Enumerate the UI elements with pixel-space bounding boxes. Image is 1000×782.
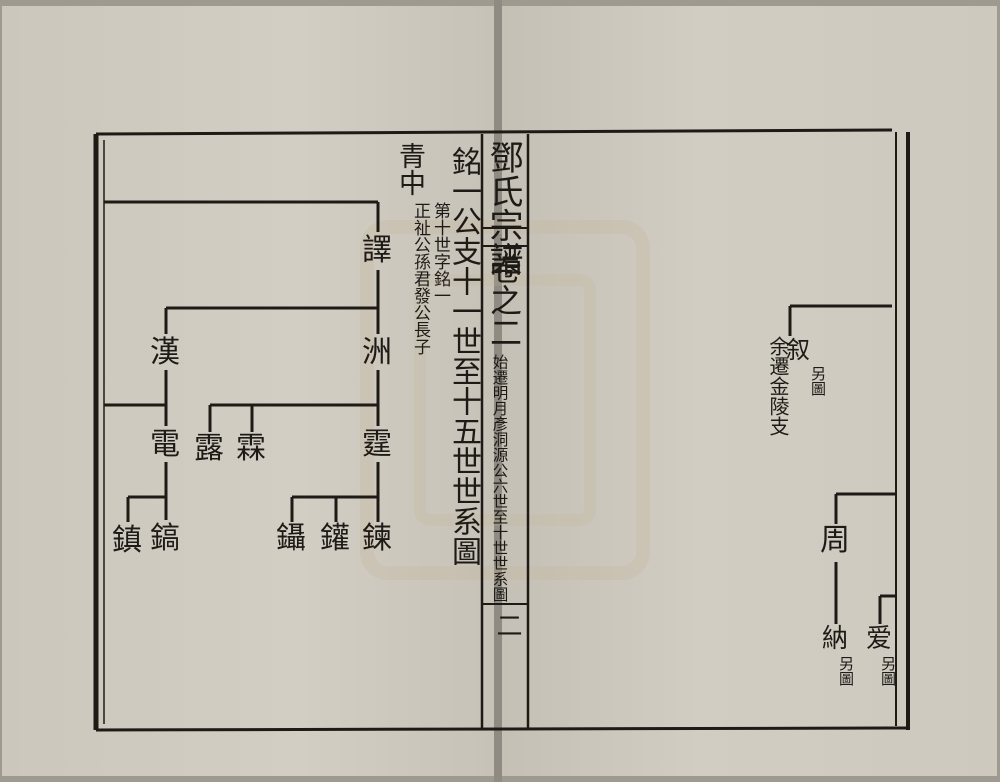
- gen15-name-hao: 鎬: [150, 521, 180, 556]
- gen15-name-nie: 鑷: [276, 521, 306, 556]
- person-xu-note: 另圖: [809, 366, 827, 396]
- person-zhou-name: 周: [820, 523, 850, 558]
- right-chart-title: 始遷明月彥洞源公六世至十世世系圖: [490, 354, 509, 602]
- person-xu-desc: 余遷金陵支: [766, 336, 790, 436]
- gen13-name-han: 漢: [150, 335, 180, 370]
- gen14-name-ting: 霆: [362, 427, 392, 462]
- gen14-name-lin: 霖: [236, 431, 266, 466]
- page-number: 二: [492, 612, 522, 638]
- person-ai-name: 爱: [866, 624, 893, 654]
- person-ai-note: 另圖: [879, 656, 897, 686]
- left-chart-title: 銘一公支十一世至十五世世系圖: [446, 146, 481, 566]
- gen13-name-zhou: 洲: [362, 335, 392, 370]
- book-title: 鄧氏宗譜: [483, 140, 523, 276]
- gen14-name-lu: 露: [194, 431, 224, 466]
- gen12-name: 譯: [362, 233, 392, 268]
- right-page: [500, 6, 997, 776]
- ancestor-note-line1: 第十世字銘一: [430, 202, 450, 304]
- person-na-note: 另圖: [837, 656, 855, 686]
- volume-label: 卷之二: [485, 252, 523, 348]
- ancestor-name: 青中: [394, 142, 425, 196]
- gen15-name-lian: 鍊: [362, 521, 392, 556]
- gen15-name-zhen: 鎮: [112, 523, 142, 558]
- person-xu-name: 叙: [786, 336, 810, 364]
- ancestor-note-line2: 正祉公孫君發公長子: [410, 202, 430, 355]
- person-na-name: 納: [822, 624, 849, 654]
- gen15-name-guan: 鑵: [320, 521, 350, 556]
- gen14-name-dian: 電: [150, 427, 180, 462]
- faded-seal-stamp: [360, 220, 650, 580]
- book-fold: [494, 0, 502, 782]
